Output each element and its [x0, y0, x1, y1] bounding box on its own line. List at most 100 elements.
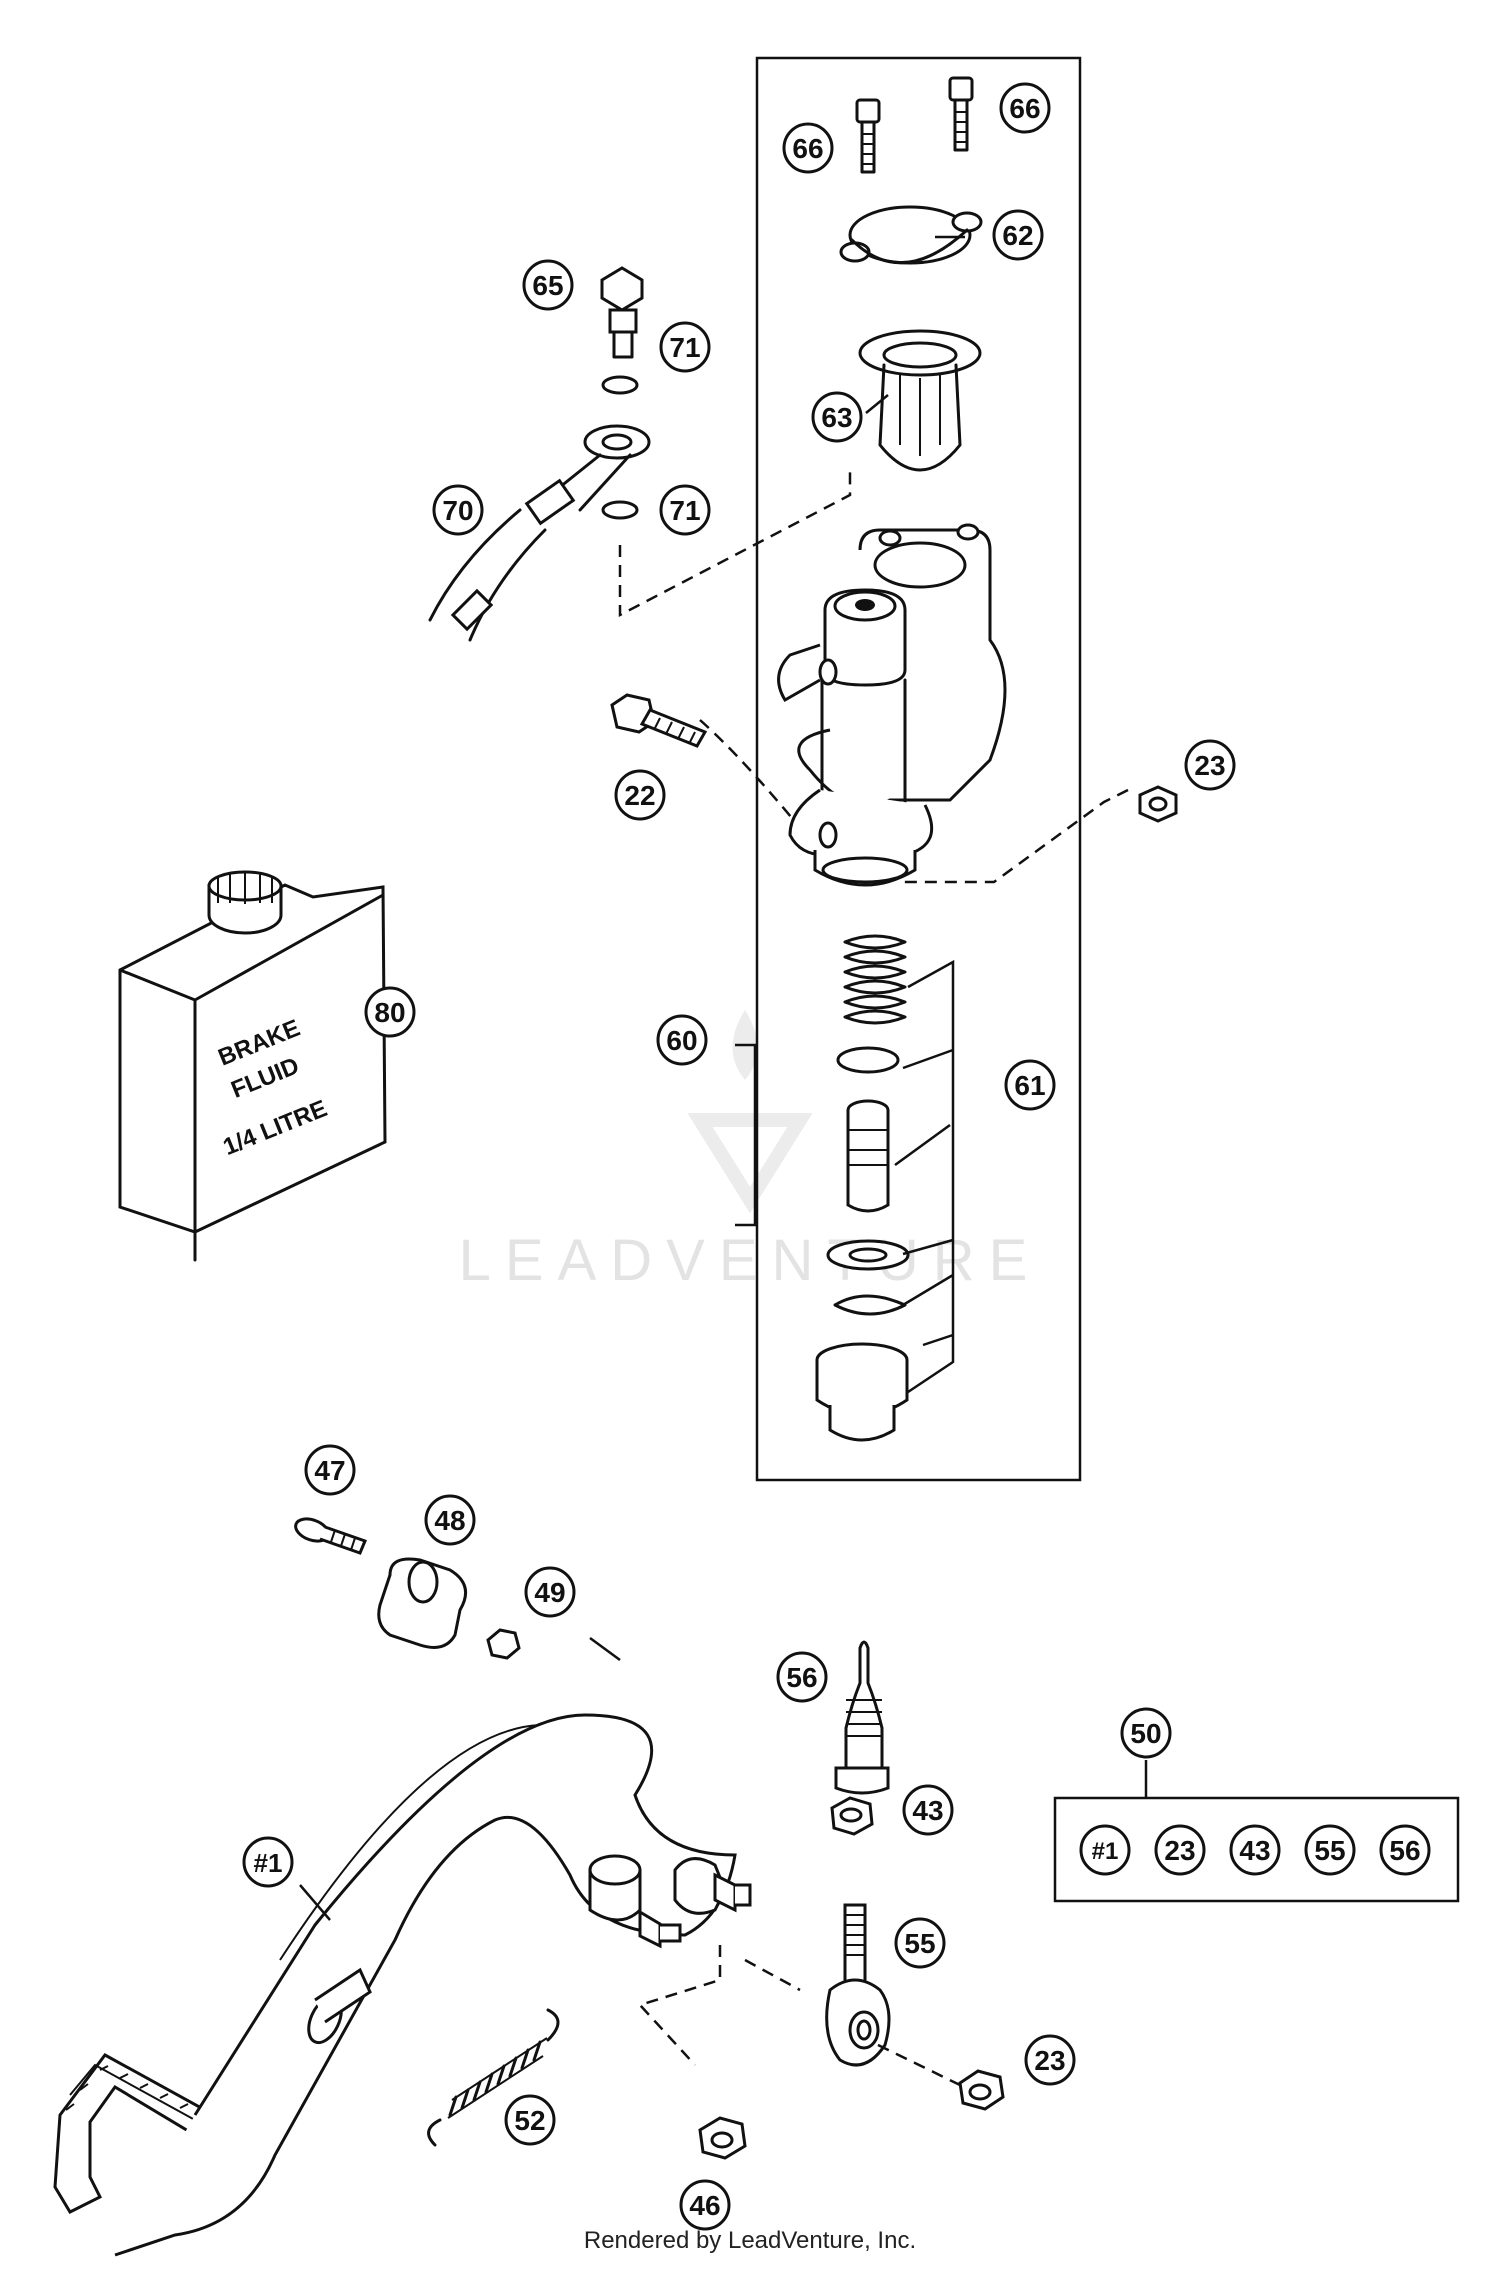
dashed-line-bolt-22 [699, 719, 811, 841]
kit-item-23-label: 23 [1164, 1835, 1195, 1866]
callout-55: 55 [894, 1917, 946, 1969]
leader-63 [865, 394, 889, 414]
screw-66-left [855, 98, 881, 174]
rod-end-55 [825, 1903, 891, 2067]
brake-fluid-bottle-80: BRAKE FLUID 1/4 LITRE [118, 870, 387, 1262]
callout-52: 52 [504, 2094, 556, 2146]
return-spring-52 [427, 2008, 560, 2147]
callout-50: 50 [1120, 1707, 1172, 1759]
callout-22-label: 22 [624, 780, 655, 811]
callout-70: 70 [432, 484, 484, 536]
callout-71-lower-label: 71 [669, 495, 700, 526]
nut-46 [698, 2116, 747, 2160]
bolt-22 [610, 693, 708, 748]
leader-60 [735, 1043, 757, 1227]
kit-item-43-label: 43 [1239, 1835, 1270, 1866]
callout-46-label: 46 [689, 2190, 720, 2221]
callout-23-upper-label: 23 [1194, 750, 1225, 781]
callout-23-lower: 23 [1024, 2034, 1076, 2086]
footer-credit: Rendered by LeadVenture, Inc. [583, 2227, 917, 2254]
callout-48-label: 48 [434, 1505, 465, 1536]
callout-65-label: 65 [532, 270, 563, 301]
callout-47-label: 47 [314, 1455, 345, 1486]
kit-item-55-label: 55 [1314, 1835, 1345, 1866]
callout-23-lower-label: 23 [1034, 2045, 1065, 2076]
watermark-text: LEADVENTURE [459, 1228, 1042, 1293]
callout-60: 60 [656, 1014, 708, 1066]
piston-61 [846, 1099, 890, 1213]
callout-43: 43 [902, 1784, 954, 1836]
reservoir-cap-62 [839, 205, 983, 265]
callout-62: 62 [992, 209, 1044, 261]
callout-63: 63 [811, 391, 863, 443]
brake-line-70 [428, 424, 651, 642]
stud-56 [834, 1640, 890, 1795]
callout-50-label: 50 [1130, 1718, 1161, 1749]
callout-56-label: 56 [786, 1662, 817, 1693]
dashed-line-nut-23 [904, 788, 1129, 884]
kit-item-1-label: #1 [1092, 1838, 1119, 1865]
bracket-60-lines [902, 959, 955, 1394]
callout-52-label: 52 [514, 2105, 545, 2136]
callout-71-upper: 71 [659, 321, 711, 373]
leader-48 [589, 1636, 621, 1662]
master-cylinder-body [777, 523, 1007, 887]
callout-46: 46 [679, 2179, 731, 2231]
callout-1: #1 [242, 1836, 294, 1888]
callout-80: 80 [364, 986, 416, 1038]
kit-item-43: 43 [1229, 1824, 1281, 1876]
kit-item-1: #1 [1079, 1824, 1131, 1876]
callout-70-label: 70 [442, 495, 473, 526]
callout-66-right-label: 66 [1009, 93, 1040, 124]
callout-23-upper: 23 [1184, 739, 1236, 791]
leader-1 [299, 1884, 331, 1921]
callout-63-label: 63 [821, 402, 852, 433]
o-ring [836, 1046, 900, 1074]
callout-47: 47 [304, 1444, 356, 1496]
kit-item-55: 55 [1304, 1824, 1356, 1876]
washer-71-upper [601, 375, 639, 395]
nut-43 [830, 1796, 874, 1836]
callout-55-label: 55 [904, 1928, 935, 1959]
watermark: LEADVENTURE [459, 1010, 1042, 1293]
callout-71-upper-label: 71 [669, 332, 700, 363]
nut-23-lower [958, 2069, 1005, 2111]
callout-66-right: 66 [999, 82, 1051, 134]
callout-61: 61 [1004, 1059, 1056, 1111]
nut-23-upper [1138, 785, 1178, 823]
master-cylinder-frame [755, 56, 1082, 1482]
dust-boot [815, 1342, 909, 1442]
callout-49-label: 49 [534, 1577, 565, 1608]
diaphragm-63 [858, 329, 982, 472]
kit-item-56: 56 [1379, 1824, 1431, 1876]
screw-47 [294, 1517, 367, 1555]
dashed-line-rod-end [744, 1958, 961, 2087]
washer-71-lower [601, 500, 639, 520]
callout-43-label: 43 [912, 1795, 943, 1826]
pedal-pivot [588, 1854, 752, 1949]
kit-item-56-label: 56 [1389, 1835, 1420, 1866]
washer [826, 1239, 910, 1271]
callout-1-label: #1 [254, 1848, 283, 1878]
callout-60-label: 60 [666, 1025, 697, 1056]
callout-71-lower: 71 [659, 484, 711, 536]
callout-80-label: 80 [374, 997, 405, 1028]
screw-66-right [948, 76, 974, 152]
callout-56: 56 [776, 1651, 828, 1703]
brake-pedal-1 [53, 1713, 737, 2257]
callout-66-left-label: 66 [792, 133, 823, 164]
callout-49: 49 [524, 1566, 576, 1618]
callout-61-label: 61 [1014, 1070, 1045, 1101]
banjo-bolt-65 [600, 266, 644, 359]
kit-item-23: 23 [1154, 1824, 1206, 1876]
spring [843, 934, 907, 1025]
callout-48: 48 [424, 1494, 476, 1546]
dashed-line-banjo [618, 465, 852, 618]
callout-62-label: 62 [1002, 220, 1033, 251]
callout-66-left: 66 [782, 122, 834, 174]
circlip [833, 1294, 907, 1316]
nut-49 [486, 1628, 521, 1660]
leader-61 [894, 1123, 951, 1167]
callout-65: 65 [522, 259, 574, 311]
